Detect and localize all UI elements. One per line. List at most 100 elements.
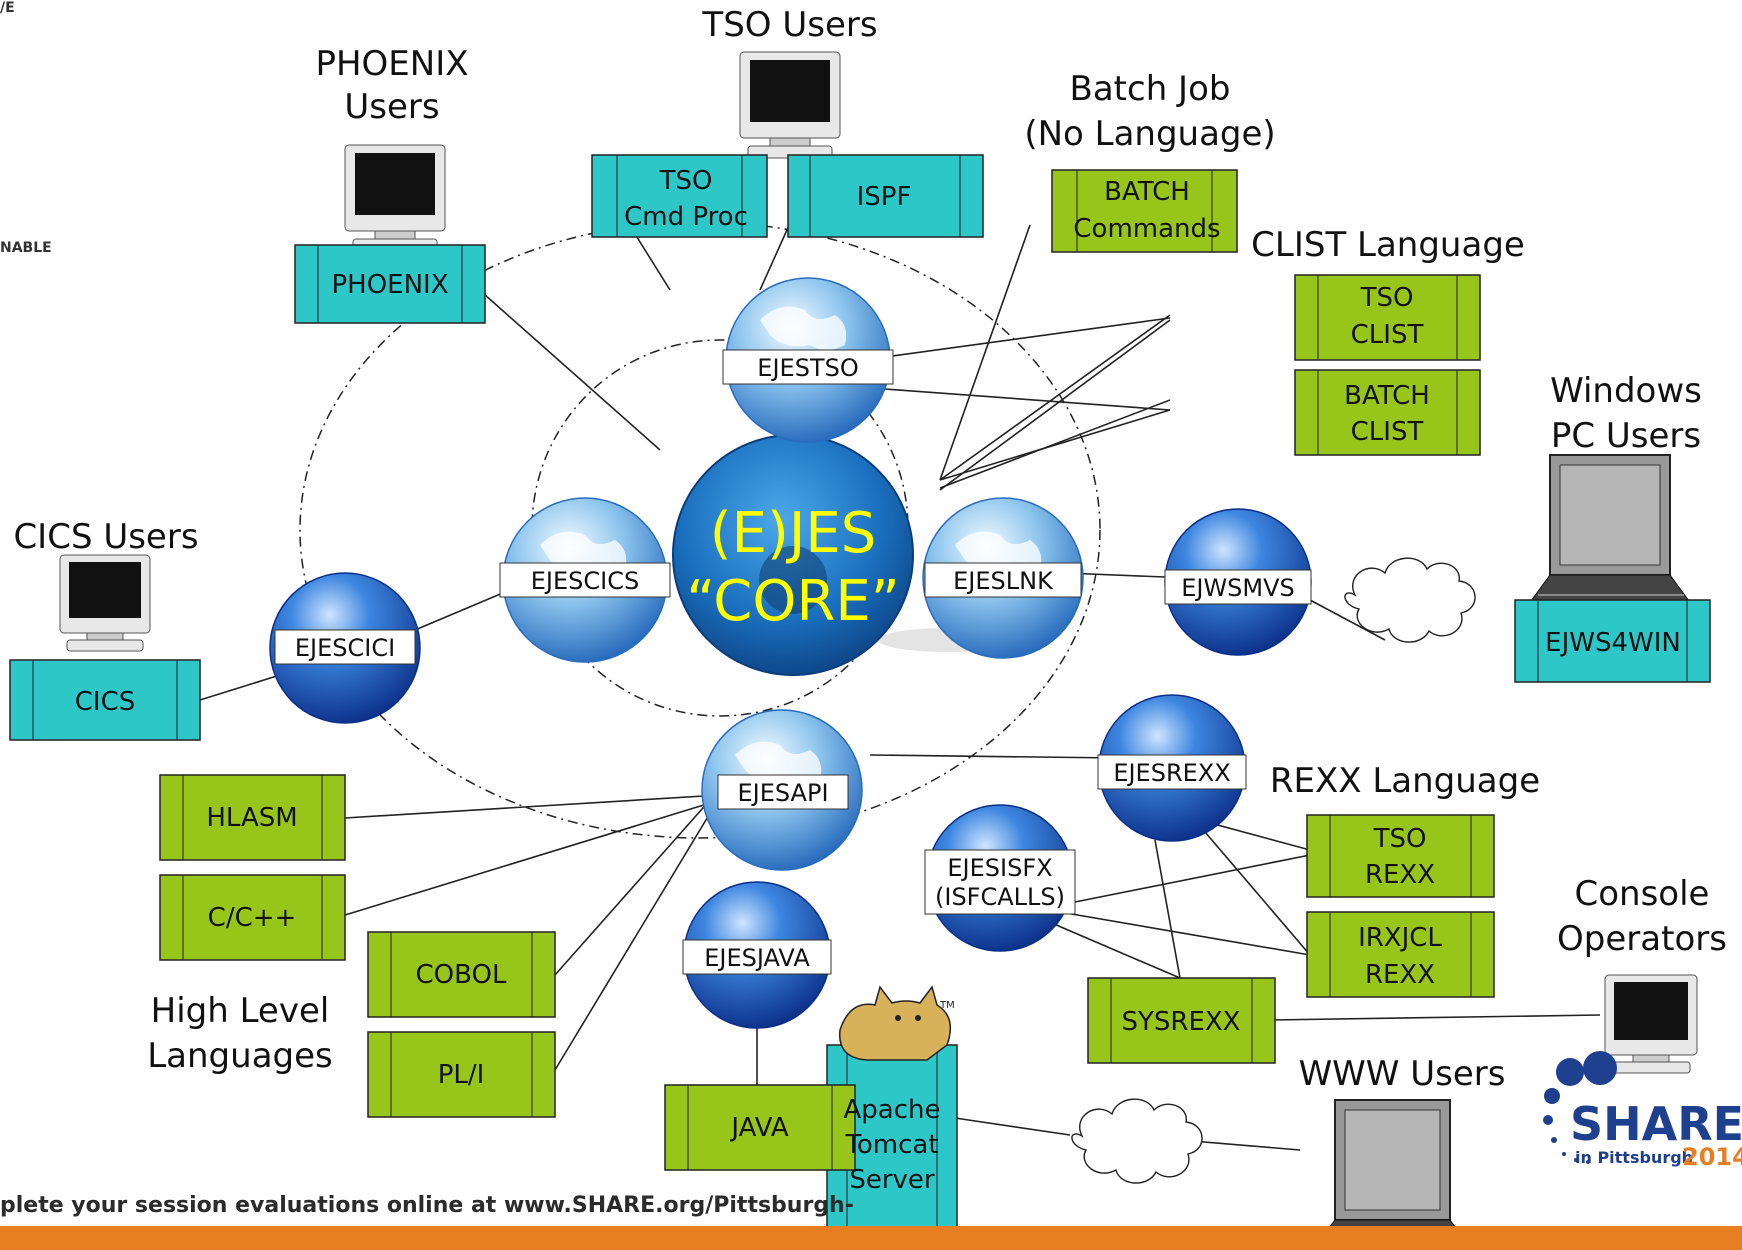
- c-cpp-label: C/C++: [208, 903, 297, 933]
- windows-laptop-icon: [1527, 454, 1693, 606]
- connector: [939, 314, 1171, 481]
- connector: [199, 674, 281, 701]
- cics-users-monitor-icon: [59, 554, 151, 652]
- cics-users-title: CICS Users: [13, 517, 198, 557]
- ejescics-label: EJESCICS: [531, 567, 639, 595]
- connector: [1039, 917, 1181, 979]
- tso-cmd-proc-label-line1: TSO: [659, 166, 713, 196]
- tso-users-title: TSO Users: [701, 5, 877, 45]
- pli-box: [367, 1031, 556, 1118]
- ejws4win-label: EJWS4WIN: [1545, 628, 1681, 658]
- svg-text:TM: TM: [939, 1000, 955, 1011]
- java-box: [664, 1084, 856, 1171]
- ejws4win-box: [1514, 599, 1711, 683]
- share-logo-name: SHARE: [1570, 1097, 1742, 1151]
- core-title-line2: “CORE”: [686, 569, 900, 634]
- connector: [1269, 1014, 1601, 1021]
- tomcat-label-line3: Server: [849, 1165, 935, 1195]
- tomcat-label-line1: Apache: [844, 1095, 941, 1125]
- ejesjava-label: EJESJAVA: [704, 944, 810, 972]
- sysrexx-label: SYSREXX: [1121, 1007, 1240, 1037]
- tso-rexx-label-line1: TSO: [1373, 824, 1427, 854]
- ispf-box: [787, 154, 984, 238]
- tso-clist-label-line1: TSO: [1360, 283, 1414, 313]
- connector: [554, 804, 716, 1071]
- ejwsmvs-label: EJWSMVS: [1181, 574, 1295, 602]
- connector: [414, 589, 511, 631]
- java-label: JAVA: [729, 1113, 788, 1143]
- ejesrexx-ball: EJESREXX: [1097, 694, 1247, 842]
- ejestso-label: EJESTSO: [757, 354, 858, 382]
- c-cpp-box: [159, 874, 346, 961]
- console-operators-title-line1: Console: [1575, 874, 1710, 914]
- ejeslnk-globe: EJESLNK: [922, 497, 1084, 659]
- batch-clist-label-line2: CLIST: [1351, 417, 1424, 447]
- sysrexx-box: [1087, 977, 1276, 1064]
- console-operators-title-line2: Operators: [1557, 919, 1727, 959]
- connector: [554, 799, 711, 976]
- hlasm-label: HLASM: [206, 803, 297, 833]
- connector: [1154, 839, 1181, 979]
- core-title-line1: (E)JES: [710, 501, 877, 566]
- share-logo: SHARE in Pittsburgh 2014: [1543, 1051, 1742, 1171]
- windows-pc-users-title-line2: PC Users: [1551, 416, 1701, 456]
- ejesjava-ball: EJESJAVA: [682, 881, 832, 1029]
- connector: [1059, 854, 1311, 906]
- phoenix-label: PHOENIX: [331, 270, 448, 300]
- connector: [954, 1117, 1071, 1136]
- session-evaluation-footer: plete your session evaluations online at…: [0, 1193, 854, 1218]
- tso-users-monitor-icon: [739, 51, 841, 159]
- console-operators-monitor-icon: [1604, 974, 1698, 1074]
- share-logo-location: in Pittsburgh: [1575, 1148, 1693, 1167]
- high-level-languages-title-line2: Languages: [147, 1036, 333, 1076]
- rexx-language-title: REXX Language: [1270, 761, 1540, 801]
- ejescici-label: EJESCICI: [295, 634, 395, 662]
- edge-text-fragment-top: /E: [0, 0, 15, 16]
- connector-lines: [199, 209, 1601, 1151]
- connector: [1309, 599, 1386, 641]
- ejescici-ball: EJESCICI: [269, 572, 421, 724]
- network-cloud-icon: [1071, 1098, 1203, 1184]
- batch-clist-box: [1294, 369, 1481, 456]
- connector: [1204, 831, 1311, 956]
- hlasm-box: [159, 774, 346, 861]
- windows-pc-users-title-line1: Windows: [1550, 371, 1702, 411]
- ejesrexx-label: EJESREXX: [1113, 759, 1230, 787]
- share-logo-year: 2014: [1682, 1143, 1742, 1171]
- phoenix-users-monitor-icon: [344, 144, 446, 252]
- connector: [939, 409, 1171, 481]
- batch-job-title-line2: (No Language): [1024, 114, 1275, 154]
- www-users-title: WWW Users: [1299, 1054, 1506, 1094]
- ejeslnk-label: EJESLNK: [953, 567, 1054, 595]
- ejesisfx-label-line2: (ISFCALLS): [935, 883, 1065, 911]
- connector: [1059, 911, 1311, 956]
- ejesisfx-ball: EJESISFX (ISFCALLS): [924, 804, 1076, 952]
- ejesisfx-label-line1: EJESISFX: [947, 854, 1052, 882]
- bottom-accent-bar: [0, 1226, 1742, 1250]
- tomcat-cat-logo-icon: TM: [839, 985, 955, 1061]
- tso-cmd-proc-box: [591, 154, 768, 238]
- ispf-label: ISPF: [857, 182, 912, 212]
- tso-clist-label-line2: CLIST: [1351, 320, 1424, 350]
- tso-cmd-proc-label-line2: Cmd Proc: [624, 202, 748, 232]
- phoenix-users-title-line1: PHOENIX: [315, 44, 468, 84]
- tso-rexx-box: [1306, 814, 1495, 898]
- ejesapi-label: EJESAPI: [737, 779, 828, 807]
- batch-job-title-line1: Batch Job: [1070, 69, 1231, 109]
- connector: [344, 799, 721, 916]
- connector: [869, 754, 1121, 759]
- batch-commands-label-line2: Commands: [1073, 214, 1220, 244]
- batch-clist-label-line1: BATCH: [1344, 381, 1430, 411]
- network-cloud-icon: [1344, 557, 1476, 643]
- batch-commands-box: [1051, 169, 1238, 253]
- connector: [939, 319, 1171, 491]
- irxjcl-rexx-box: [1306, 911, 1495, 998]
- pli-label: PL/I: [438, 1060, 485, 1090]
- cobol-box: [367, 931, 556, 1018]
- irxjcl-rexx-label-line2: REXX: [1365, 960, 1435, 990]
- tso-rexx-label-line2: REXX: [1365, 860, 1435, 890]
- connector: [939, 224, 1031, 481]
- cobol-label: COBOL: [416, 960, 507, 990]
- phoenix-box: [294, 244, 486, 324]
